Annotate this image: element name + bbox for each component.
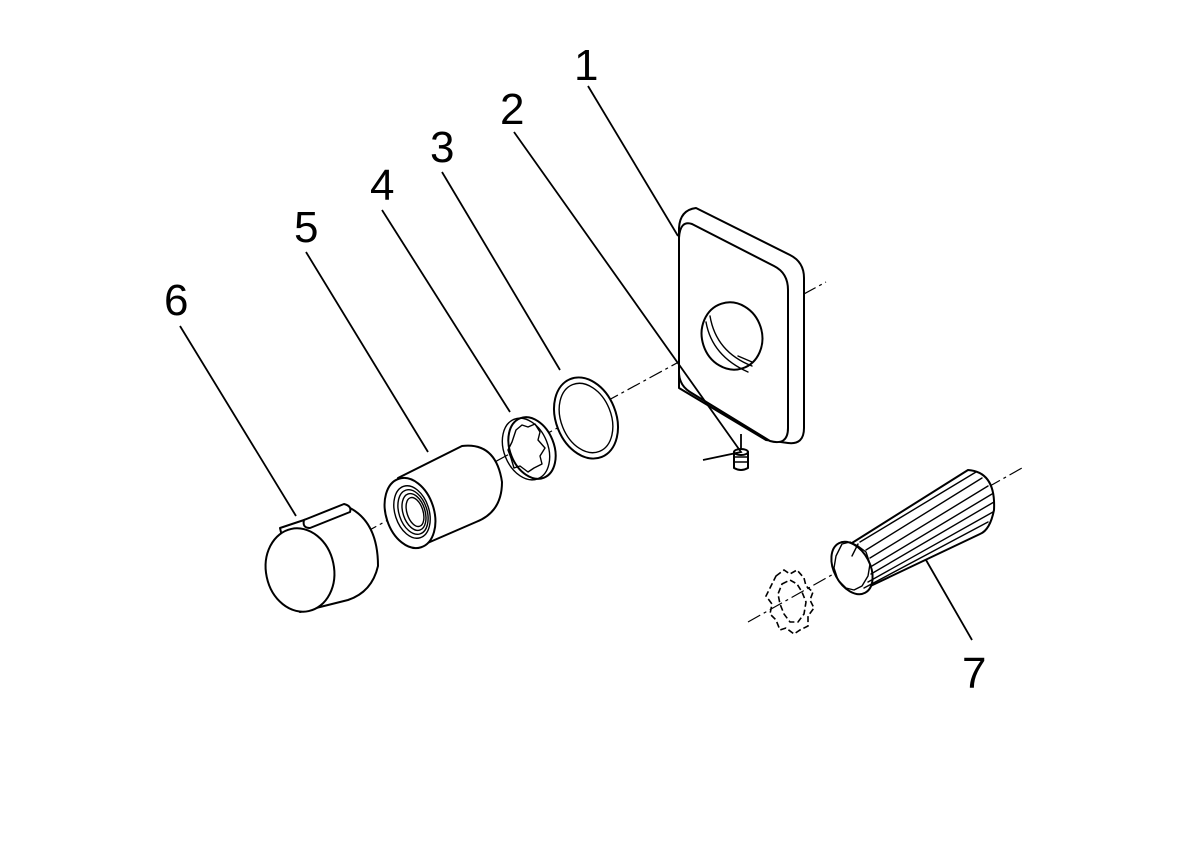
part-2-grub-screw <box>733 434 749 471</box>
part-4-toothed-washer <box>501 416 557 481</box>
part-7-splined-extension <box>830 469 996 596</box>
callout-3: 3 <box>430 123 454 172</box>
leader-1 <box>587 85 679 237</box>
part-5-threaded-sleeve <box>383 444 503 550</box>
callout-7: 7 <box>962 649 986 698</box>
part-3-o-ring <box>553 376 619 460</box>
leader-2 <box>513 131 743 461</box>
leader-6 <box>179 325 297 517</box>
callout-2: 2 <box>500 85 524 134</box>
callout-6: 6 <box>164 276 188 325</box>
part-7-star-washer <box>765 568 815 635</box>
part-1-cover-plate <box>678 207 805 445</box>
callout-4: 4 <box>370 161 394 210</box>
leader-5 <box>305 251 429 453</box>
part-6-handle-knob <box>264 503 379 613</box>
leader-lines <box>179 85 973 641</box>
leader-4 <box>381 209 511 413</box>
leader-7 <box>925 559 973 641</box>
callout-5: 5 <box>294 203 318 252</box>
callout-1: 1 <box>574 41 598 90</box>
leader-3 <box>441 171 561 371</box>
